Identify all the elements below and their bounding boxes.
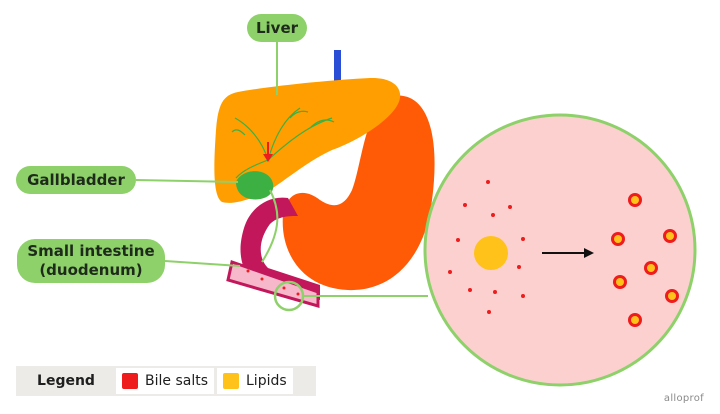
label-small-intestine-line2: (duodenum) (39, 261, 143, 279)
micelles (611, 193, 679, 327)
brand-logo: alloprof (663, 393, 704, 404)
legend-swatch-bile-salts (122, 373, 138, 389)
legend-title: Legend (37, 373, 95, 389)
label-liver: Liver (247, 14, 307, 42)
callout-lines (135, 42, 428, 312)
gallbladder (236, 171, 274, 200)
stomach (282, 95, 435, 291)
legend-label-lipids: Lipids (246, 373, 287, 389)
legend-swatch-lipids (223, 373, 239, 389)
label-gallbladder-text: Gallbladder (27, 170, 125, 189)
legend-label-bile-salts: Bile salts (145, 373, 208, 389)
intestine-bile-dots (246, 269, 300, 296)
bile-duct-to-duodenum (261, 189, 279, 263)
legend: Legend Bile salts Lipids (16, 366, 316, 396)
label-gallbladder: Gallbladder (16, 166, 136, 194)
label-small-intestine-line1: Small intestine (27, 242, 155, 260)
legend-item-bile-salts: Bile salts (116, 368, 214, 394)
label-liver-text: Liver (255, 18, 299, 37)
label-small-intestine: Small intestine (duodenum) (17, 239, 165, 283)
bile-ducts (231, 107, 335, 179)
arrow-right-icon (542, 248, 594, 258)
lipid-droplet (474, 236, 508, 270)
bile-flow-arrow-icon (263, 142, 273, 162)
liver (214, 77, 401, 203)
legend-item-lipids: Lipids (217, 368, 293, 394)
zoom-circle (423, 113, 697, 387)
bile-salts-scattered (448, 180, 525, 314)
